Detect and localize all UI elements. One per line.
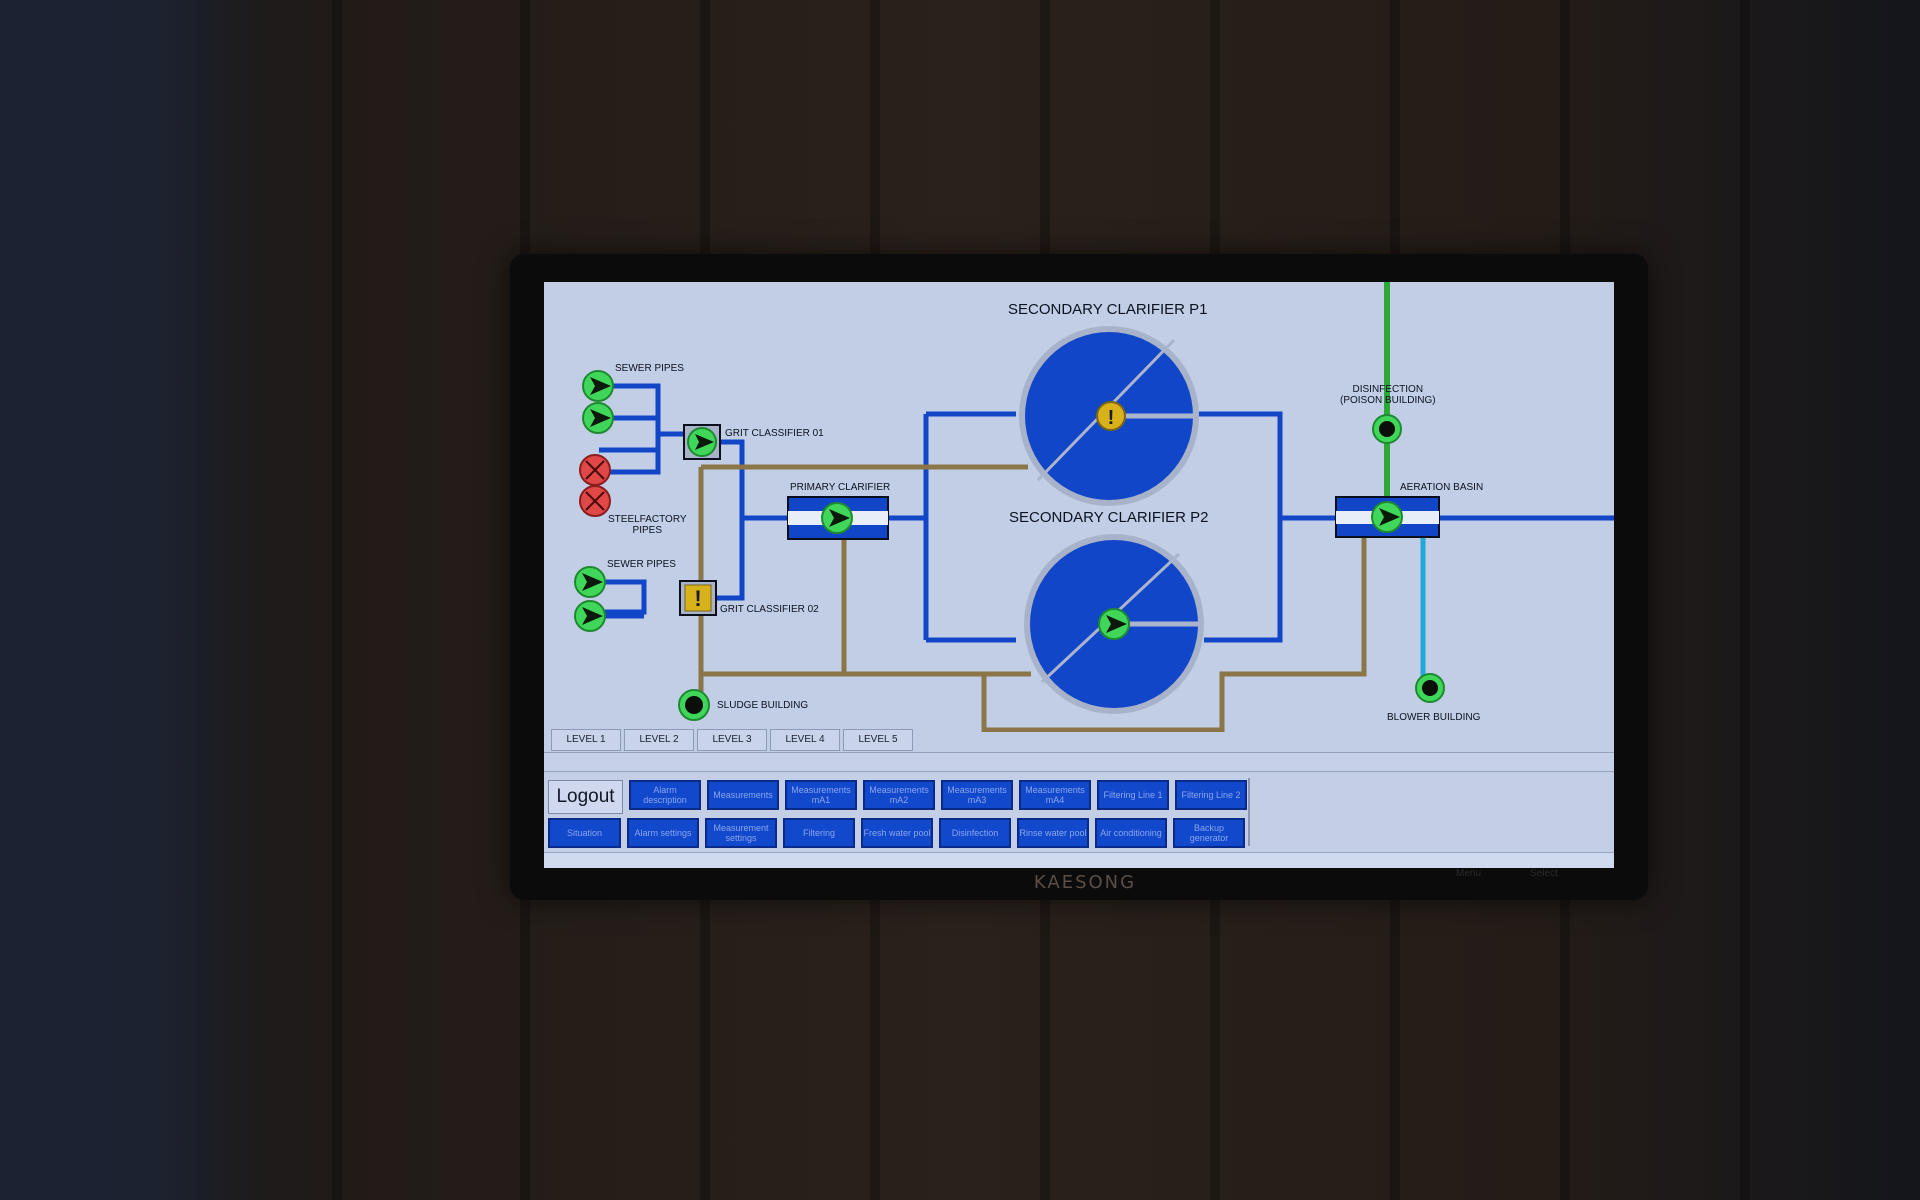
wall-stripe [332, 0, 342, 1200]
play-arrow-icon [1106, 615, 1127, 633]
secondary-clarifier-p1: ! [1019, 326, 1199, 506]
secondary-clarifier-p2 [1024, 534, 1204, 714]
play-arrow-icon [829, 509, 850, 527]
alarm-settings-button[interactable]: Alarm settings [627, 818, 699, 848]
steelfactory-pipes-label: STEELFACTORY PIPES [608, 514, 687, 536]
monitor-brand-logo: KAESONG [1033, 872, 1137, 893]
status-nodes [678, 414, 1445, 721]
level-tabs: LEVEL 1 LEVEL 2 LEVEL 3 LEVEL 4 LEVEL 5 [551, 729, 913, 751]
measurements-ma4-button[interactable]: Measurements mA4 [1019, 780, 1091, 810]
filtering-line-1-button[interactable]: Filtering Line 1 [1097, 780, 1169, 810]
sludge-building-label: SLUDGE BUILDING [717, 700, 809, 711]
scada-screen: ! [544, 282, 1614, 868]
air-conditioning-button[interactable]: Air conditioning [1095, 818, 1167, 848]
tab-level-4[interactable]: LEVEL 4 [770, 729, 840, 751]
svg-text:!: ! [1108, 407, 1115, 429]
menu-divider [1248, 778, 1250, 846]
backup-generator-button[interactable]: Backup generator [1173, 818, 1245, 848]
secondary-clarifier-p1-label: SECONDARY CLARIFIER P1 [1008, 301, 1208, 318]
tab-strip [544, 752, 1614, 772]
logout-button[interactable]: Logout [548, 780, 623, 814]
wall-shadow [0, 0, 260, 1200]
sewer-pump-inputs [574, 370, 614, 632]
alarm-description-button[interactable]: Alarm description [629, 780, 701, 810]
steelfactory-pump-alarms [579, 454, 611, 517]
fresh-water-pool-button[interactable]: Fresh water pool [861, 818, 933, 848]
tab-level-3[interactable]: LEVEL 3 [697, 729, 767, 751]
measurements-ma3-button[interactable]: Measurements mA3 [941, 780, 1013, 810]
grit-classifier-02-label: GRIT CLASSIFIER 02 [720, 604, 819, 615]
play-arrow-icon [695, 434, 714, 450]
situation-button[interactable]: Situation [548, 818, 621, 848]
menu-row-1: Logout Alarm description Measurements Me… [548, 780, 1247, 814]
sewer-pipes-bottom-label: SEWER PIPES [607, 559, 676, 570]
warning-icon [684, 584, 712, 612]
menu-row-2: Situation Alarm settings Measurement set… [548, 818, 1247, 848]
primary-clarifier [787, 496, 889, 540]
play-arrow-icon [1379, 508, 1400, 526]
blower-building-label: BLOWER BUILDING [1387, 712, 1481, 723]
tab-level-2[interactable]: LEVEL 2 [624, 729, 694, 751]
bezel-select-button[interactable]: Select [1530, 868, 1558, 879]
aeration-basin [1335, 496, 1440, 538]
aeration-basin-label: AERATION BASIN [1400, 482, 1484, 493]
primary-clarifier-label: PRIMARY CLARIFIER [790, 482, 891, 493]
tab-level-1[interactable]: LEVEL 1 [551, 729, 621, 751]
grit-classifier-01-label: GRIT CLASSIFIER 01 [725, 428, 824, 439]
plant-diagram: ! [574, 282, 1614, 732]
water-pipes [592, 383, 1614, 643]
navigation-menu: Logout Alarm description Measurements Me… [544, 774, 1614, 850]
sewer-pipes-top-label: SEWER PIPES [615, 363, 684, 374]
grit-classifier-01 [683, 424, 721, 460]
disinfection-button[interactable]: Disinfection [939, 818, 1011, 848]
bezel-menu-button[interactable]: Menu [1456, 868, 1482, 879]
svg-text:!: ! [694, 586, 701, 611]
grit-classifier-02: ! [679, 580, 717, 616]
measurement-settings-button[interactable]: Measurement settings [705, 818, 777, 848]
filtering-line-2-button[interactable]: Filtering Line 2 [1175, 780, 1247, 810]
wall-stripe [1740, 0, 1750, 1200]
disinfection-label: DISINFECTION (POISON BUILDING) [1340, 384, 1436, 406]
secondary-clarifier-p2-label: SECONDARY CLARIFIER P2 [1009, 509, 1209, 526]
warning-icon [1096, 401, 1126, 431]
rinse-water-pool-button[interactable]: Rinse water pool [1017, 818, 1089, 848]
tab-level-5[interactable]: LEVEL 5 [843, 729, 913, 751]
measurements-button[interactable]: Measurements [707, 780, 779, 810]
filtering-button[interactable]: Filtering [783, 818, 855, 848]
measurements-ma2-button[interactable]: Measurements mA2 [863, 780, 935, 810]
measurements-ma1-button[interactable]: Measurements mA1 [785, 780, 857, 810]
status-strip [544, 852, 1614, 868]
